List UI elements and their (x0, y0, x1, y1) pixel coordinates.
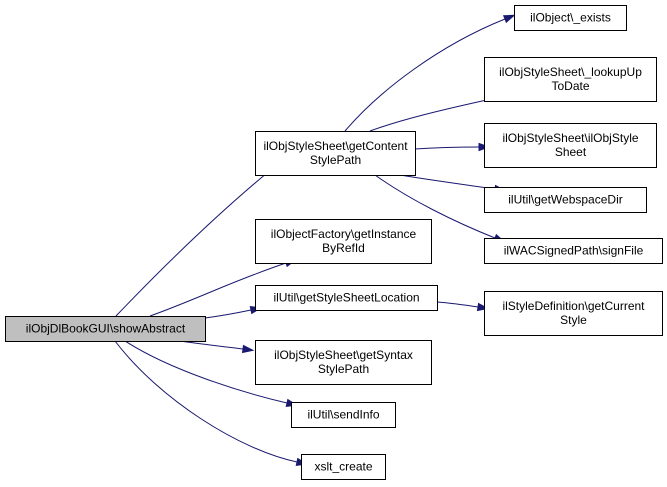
node-box (484, 291, 663, 336)
arrowhead (502, 14, 516, 24)
node-label-line: ilUtil\sendInfo (307, 408, 379, 422)
node-label-line: xslt_create (314, 460, 372, 474)
node-label-line: ilObjStyleSheet\getSyntax (274, 348, 413, 362)
node-label-line: ilWACSignedPath\signFile (504, 244, 644, 258)
arrowhead (241, 344, 255, 354)
node-box (484, 238, 663, 264)
node-label-line: ilObjDlBookGUI\showAbstract (26, 322, 186, 336)
edge-line (344, 18, 506, 132)
node-label-line: ilObjStyleSheet\_lookupUp (499, 65, 642, 79)
node-label-line: ilObject\_exists (530, 11, 611, 25)
node-xslt_create[interactable]: xslt_create (301, 454, 386, 480)
node-label-line: Sheet (555, 145, 587, 159)
edge-line (114, 340, 298, 463)
edge-getStyleSheetLocation-to-getCurrentStyle (436, 301, 490, 312)
node-box (255, 219, 432, 264)
edge-line (149, 262, 287, 317)
edge-root-to-getSyntaxStylePath (179, 340, 255, 354)
node-box (301, 454, 386, 480)
nodes-layer: ilObjDlBookGUI\showAbstract ilObjStyleShe… (5, 5, 663, 480)
node-getWebspaceDir[interactable]: ilUtil\getWebspaceDir (484, 187, 647, 213)
node-box (484, 187, 647, 213)
node-box (291, 402, 396, 428)
edge-line (374, 174, 496, 239)
node-label-line: ilObjStyleSheet\getContent (263, 139, 408, 153)
node-sendInfo[interactable]: ilUtil\sendInfo (291, 402, 396, 428)
node-signFile[interactable]: ilWACSignedPath\signFile (484, 238, 663, 264)
node-box (484, 57, 657, 102)
edge-line (124, 340, 288, 404)
edge-getContentStylePath-to-exists (344, 14, 516, 132)
node-box (255, 285, 438, 311)
node-box (5, 316, 206, 342)
edge-getContentStylePath-to-ilObjStyleSheet (414, 142, 491, 152)
node-label-line: ilStyleDefinition\getCurrent (502, 299, 645, 313)
node-label-line: Style (560, 313, 587, 327)
node-box (255, 340, 432, 385)
edge-line (436, 301, 479, 308)
edge-line (179, 340, 244, 350)
edge-line (204, 309, 252, 319)
node-label-line: ilObjectFactory\getInstance (271, 227, 417, 241)
node-box (255, 131, 416, 176)
node-ilObjStyleSheet[interactable]: ilObjStyleSheet\ilObjStyleSheet (484, 123, 657, 168)
edge-line (414, 146, 480, 150)
node-exists[interactable]: ilObject\_exists (514, 5, 627, 31)
node-label-line: ilUtil\getStyleSheetLocation (273, 291, 419, 305)
node-label-line: StylePath (310, 153, 361, 167)
edge-line (399, 174, 496, 190)
node-label-line: ilObjStyleSheet\ilObjStyle (502, 131, 638, 145)
node-label-line: StylePath (318, 362, 369, 376)
node-box (514, 5, 627, 31)
node-label-line: ToDate (551, 79, 589, 93)
node-getStyleSheetLocation[interactable]: ilUtil\getStyleSheetLocation (255, 285, 438, 311)
node-label-line: ilUtil\getWebspaceDir (508, 193, 623, 207)
edge-root-to-getStyleSheetLocation (204, 305, 263, 319)
node-label-line: ByRefId (322, 241, 365, 255)
node-root[interactable]: ilObjDlBookGUI\showAbstract (5, 316, 206, 342)
node-box (484, 123, 657, 168)
